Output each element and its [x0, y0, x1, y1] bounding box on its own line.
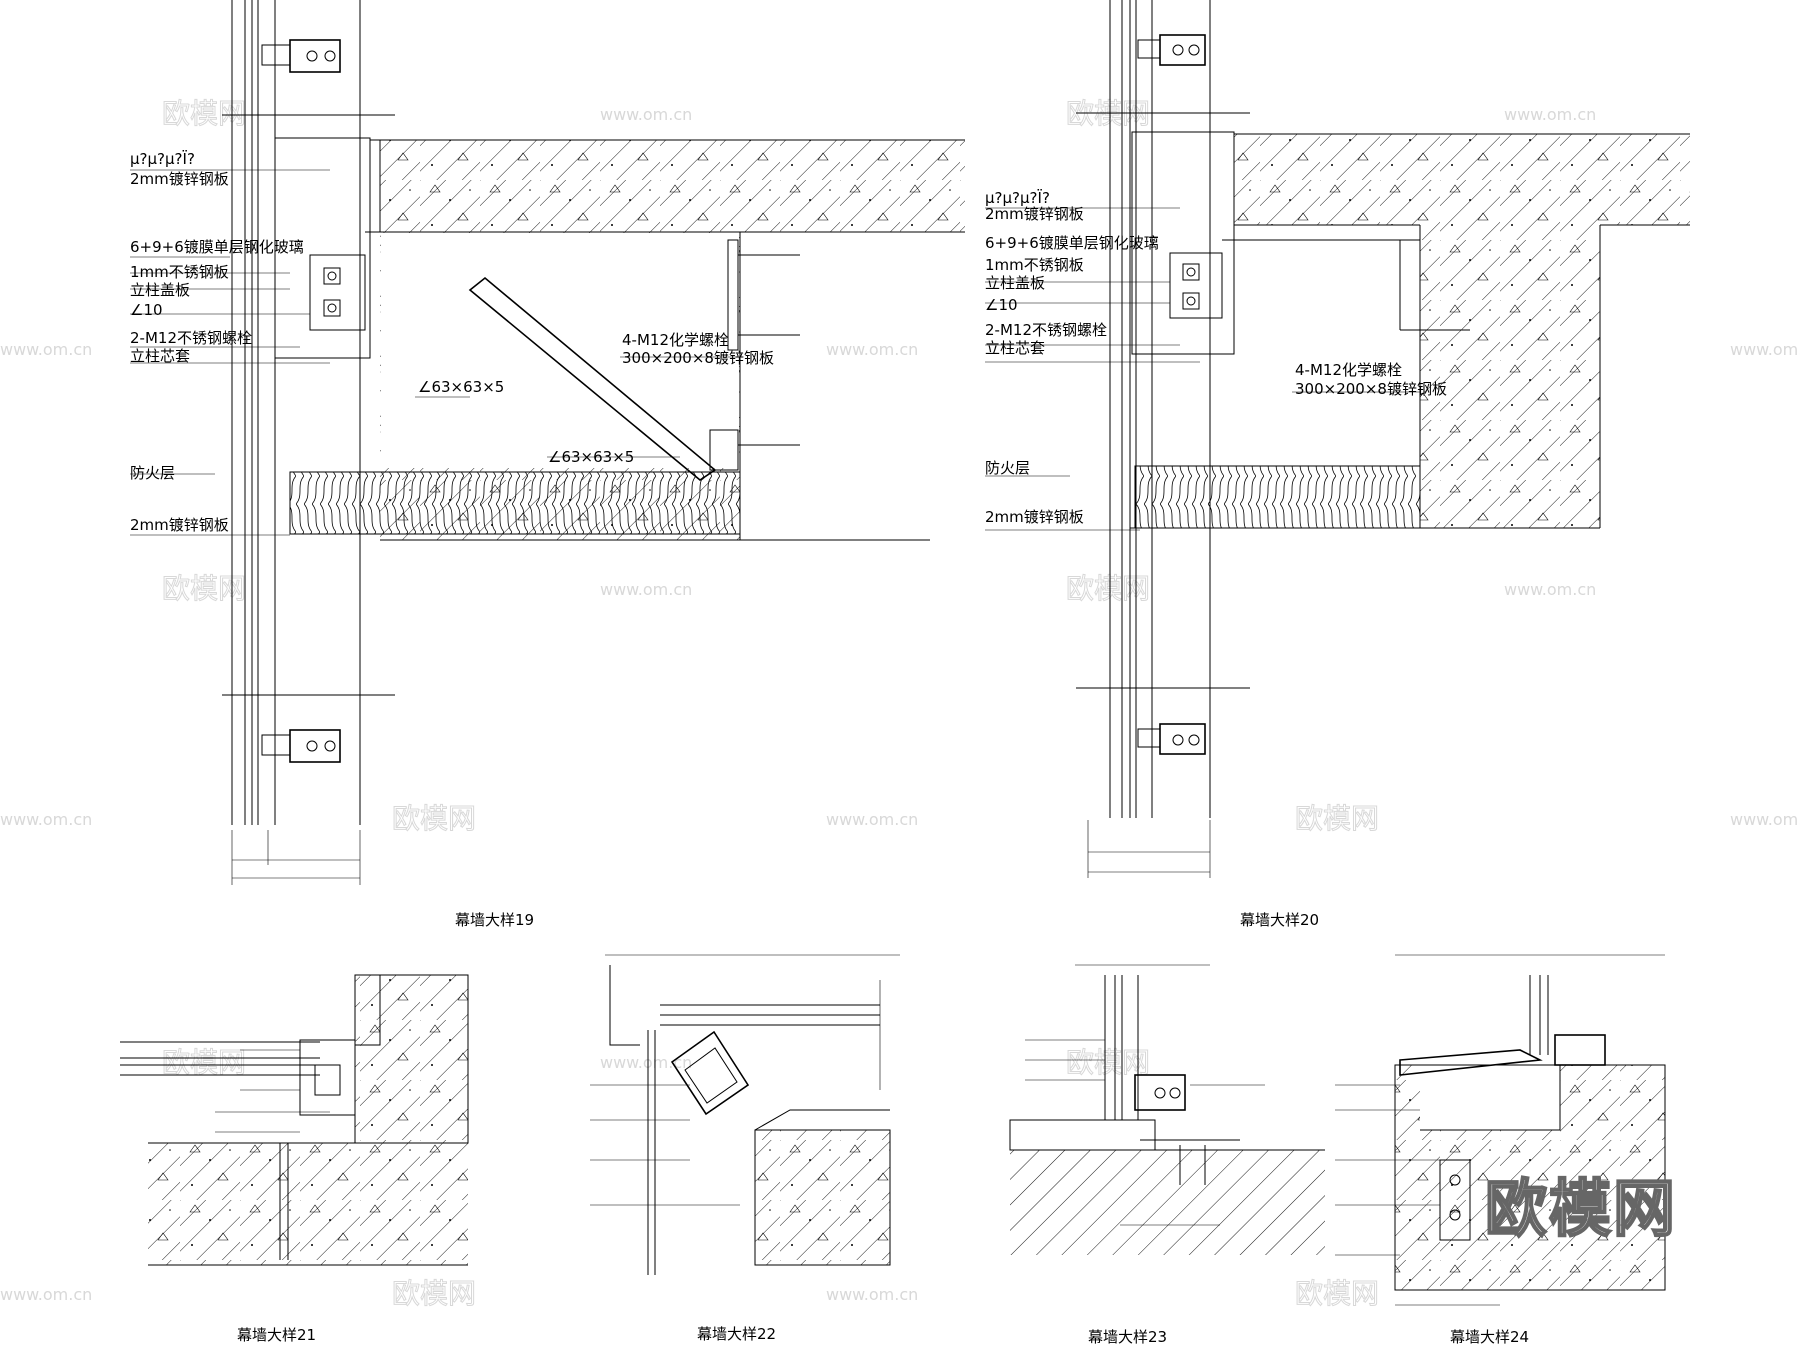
label-d19-8: 4-M12化学螺栓 — [622, 331, 729, 349]
watermark-site: www.om.cn — [826, 340, 918, 359]
label-d20-8: 4-M12化学螺栓 — [1295, 361, 1402, 379]
label-d20-9: 300×200×8镀锌钢板 — [1295, 380, 1447, 398]
label-d20-7: 立柱芯套 — [985, 339, 1045, 357]
detail-22: 幕墙大样22 — [590, 954, 900, 1343]
caption-d19: 幕墙大样19 — [455, 911, 534, 929]
curtain-wall-mullion — [1076, 0, 1250, 818]
watermark-brand: 欧模网 — [1066, 1046, 1150, 1079]
mullion-bracket-icon — [261, 39, 366, 763]
label-d19-10: ∠63×63×5 — [418, 378, 504, 396]
concrete-slab — [370, 139, 965, 541]
fireproof-layer — [289, 471, 741, 535]
caption-d22: 幕墙大样22 — [697, 1325, 776, 1343]
watermark-site: www.om.cn — [0, 1285, 92, 1304]
watermark-site: www.om.cn — [1730, 340, 1800, 359]
watermark-site: www.om.cn — [1504, 105, 1596, 124]
label-d20-5: ∠10 — [985, 296, 1018, 314]
detail-21: 幕墙大样21 — [120, 974, 469, 1344]
detail-19: µ?µ?µ?Ï? 2mm镀锌钢板 6+9+6镀膜单层钢化玻璃 1mm不锈钢板 立… — [130, 0, 965, 929]
label-d20-1: 2mm镀锌钢板 — [985, 205, 1084, 223]
label-d20-11: 2mm镀锌钢板 — [985, 508, 1084, 526]
label-d19-12: 防火层 — [130, 464, 175, 482]
label-d19-11: ∠63×63×5 — [548, 448, 634, 466]
fireproof-layer — [1134, 465, 1421, 529]
caption-d20: 幕墙大样20 — [1240, 911, 1319, 929]
leader-lines — [130, 169, 740, 536]
leader-lines — [1335, 1084, 1440, 1256]
caption-d21: 幕墙大样21 — [237, 1326, 316, 1344]
watermark-brand: 欧模网 — [1066, 572, 1150, 605]
watermark-site: www.om.cn — [1504, 580, 1596, 599]
watermark-site: www.om.cn — [0, 810, 92, 829]
steel-angle-brace — [365, 231, 800, 481]
label-d19-0: µ?µ?µ?Ï? — [130, 149, 195, 168]
watermark-brand: 欧模网 — [1295, 802, 1379, 835]
leader-lines — [985, 207, 1420, 531]
label-d20-0: µ?µ?µ?Ï? — [985, 188, 1050, 207]
watermark-brand: 欧模网 — [1295, 1277, 1379, 1310]
label-d20-10: 防火层 — [985, 459, 1030, 477]
curtain-wall-mullion — [222, 0, 395, 825]
detail-24: 幕墙大样24 — [1335, 954, 1666, 1346]
leader-lines — [215, 1049, 330, 1133]
label-d20-3: 1mm不锈钢板 — [985, 256, 1084, 274]
label-d20-6: 2-M12不锈钢螺栓 — [985, 321, 1107, 339]
mullion-bracket-icon — [1137, 34, 1223, 755]
watermark-site: www.om.cn — [600, 580, 692, 599]
watermark-site: www.om.cn — [826, 1285, 918, 1304]
watermark-site: www.om.cn — [1730, 810, 1800, 829]
caption-d24: 幕墙大样24 — [1450, 1328, 1529, 1346]
detail-23: 幕墙大样23 — [1009, 964, 1325, 1346]
label-d19-3: 1mm不锈钢板 — [130, 263, 229, 281]
leader-lines — [1025, 1039, 1265, 1086]
leader-lines — [590, 1084, 740, 1206]
detail-20: µ?µ?µ?Ï? 2mm镀锌钢板 6+9+6镀膜单层钢化玻璃 1mm不锈钢板 立… — [985, 0, 1690, 929]
watermark-brand: 欧模网 — [162, 1046, 246, 1079]
dimension-lines — [231, 830, 361, 885]
label-d19-7: 立柱芯套 — [130, 347, 190, 365]
watermark-brand: 欧模网 — [392, 1277, 476, 1310]
label-d19-4: 立柱盖板 — [130, 281, 190, 299]
label-d19-9: 300×200×8镀锌钢板 — [622, 349, 774, 367]
label-d19-5: ∠10 — [130, 301, 163, 319]
watermark-brand: 欧模网 — [162, 572, 246, 605]
brand-logo: 欧模网 — [1485, 1172, 1677, 1245]
watermark-site: www.om.cn — [600, 105, 692, 124]
label-d20-2: 6+9+6镀膜单层钢化玻璃 — [985, 234, 1159, 252]
label-d19-2: 6+9+6镀膜单层钢化玻璃 — [130, 238, 304, 256]
label-d19-6: 2-M12不锈钢螺栓 — [130, 329, 252, 347]
label-d20-4: 立柱盖板 — [985, 274, 1045, 292]
watermark-site: www.om.cn — [600, 1053, 692, 1072]
dimension-lines — [1087, 820, 1211, 878]
caption-d23: 幕墙大样23 — [1088, 1328, 1167, 1346]
watermark-brand: 欧模网 — [392, 802, 476, 835]
watermark-brand: 欧模网 — [162, 97, 246, 130]
watermark-site: www.om.cn — [0, 340, 92, 359]
label-d19-13: 2mm镀锌钢板 — [130, 516, 229, 534]
watermark-site: www.om.cn — [826, 810, 918, 829]
label-d19-1: 2mm镀锌钢板 — [130, 170, 229, 188]
